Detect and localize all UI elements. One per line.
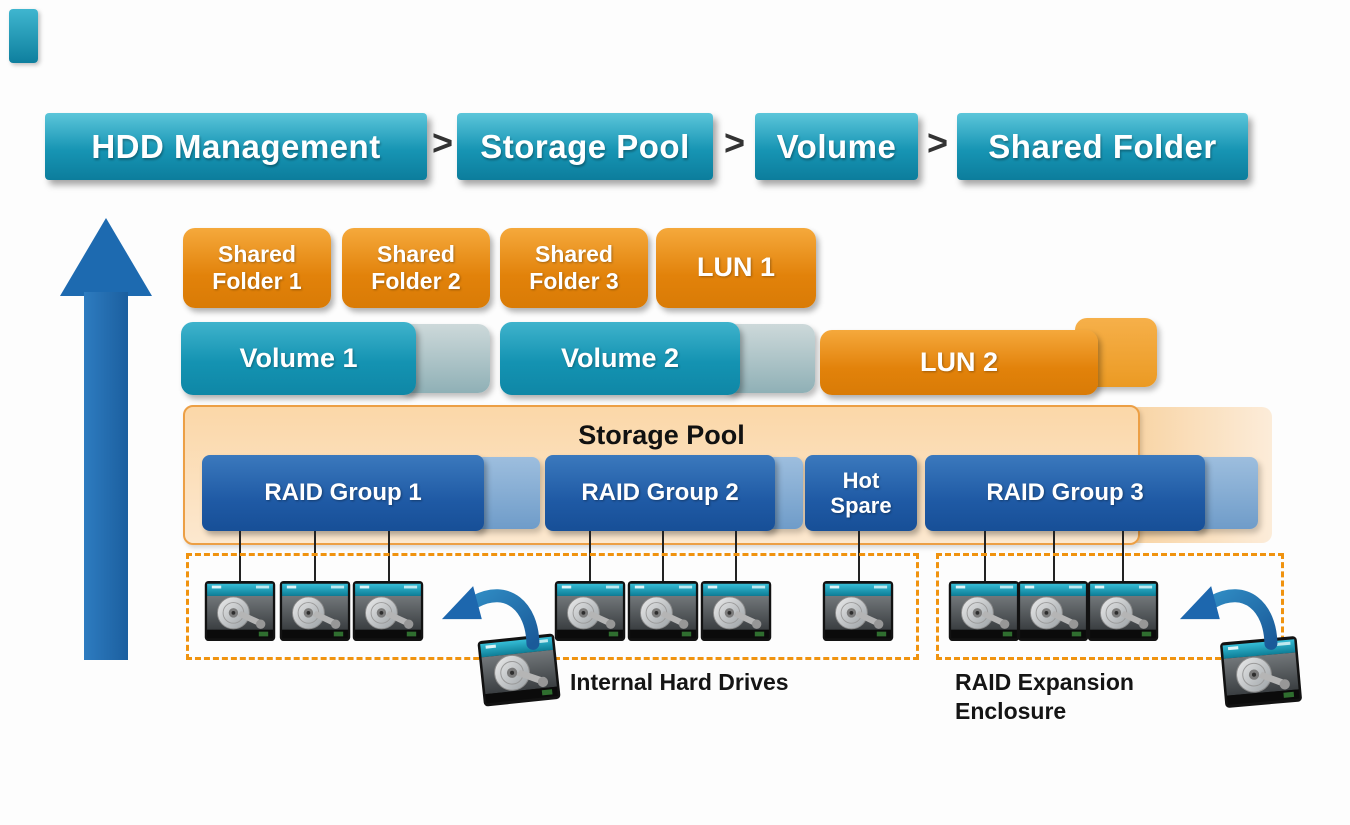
hierarchy-up-arrow-shaft xyxy=(84,292,128,660)
box-label: RAID Group 3 xyxy=(986,479,1144,507)
box-label: Volume 2 xyxy=(560,343,680,373)
drive-connector xyxy=(589,531,591,581)
flow-step-hdd-management: HDD Management xyxy=(45,113,427,180)
drive-connector xyxy=(239,531,241,581)
expansion-enclosure-caption: RAID Expansion Enclosure xyxy=(955,669,1134,724)
hdd-icon xyxy=(1087,580,1159,642)
drive-connector xyxy=(984,531,986,581)
flow-separator: > xyxy=(724,122,746,163)
box-label: Shared Folder 1 xyxy=(212,240,302,294)
raid-group-1-box: RAID Group 1 xyxy=(202,455,484,531)
box-label: RAID Group 1 xyxy=(264,479,422,507)
hdd-icon xyxy=(948,580,1020,642)
shared-folder-3-box: Shared Folder 3 xyxy=(500,228,648,308)
hot-spare-box: Hot Spare xyxy=(805,455,917,531)
flow-step-label: Storage Pool xyxy=(480,127,690,165)
lun-1-box: LUN 1 xyxy=(656,228,816,308)
flow-separator: > xyxy=(927,122,949,163)
volume-2-box: Volume 2 xyxy=(500,322,740,395)
box-label: Hot Spare xyxy=(830,467,892,518)
hdd-icon xyxy=(352,580,424,642)
storage-pool-title: Storage Pool xyxy=(578,420,745,450)
hdd-icon xyxy=(279,580,351,642)
box-label: Shared Folder 2 xyxy=(371,240,461,294)
drive-connector xyxy=(735,531,737,581)
raid-group-2-box: RAID Group 2 xyxy=(545,455,775,531)
flow-step-shared-folder: Shared Folder xyxy=(957,113,1248,180)
flow-separator: > xyxy=(432,122,454,163)
expansion-enclosure xyxy=(936,553,1284,660)
hdd-icon xyxy=(554,580,626,642)
expansion-arrow-icon xyxy=(428,574,546,652)
volume-1-box: Volume 1 xyxy=(181,322,416,395)
box-label: LUN 1 xyxy=(696,252,775,283)
box-label: RAID Group 2 xyxy=(581,479,739,507)
drive-connector xyxy=(388,531,390,581)
hdd-icon xyxy=(204,580,276,642)
hdd-icon xyxy=(627,580,699,642)
box-label: Shared Folder 3 xyxy=(529,240,619,294)
lun-2-box: LUN 2 xyxy=(820,330,1098,395)
corner-accent-mark xyxy=(9,9,38,63)
drive-connector xyxy=(662,531,664,581)
hdd-icon xyxy=(1017,580,1089,642)
flow-step-label: HDD Management xyxy=(91,127,381,165)
drive-connector xyxy=(1122,531,1124,581)
raid-group-3-box: RAID Group 3 xyxy=(925,455,1205,531)
flow-step-label: Volume xyxy=(776,127,897,165)
flow-step-volume: Volume xyxy=(755,113,918,180)
flow-step-storage-pool: Storage Pool xyxy=(457,113,713,180)
hdd-icon xyxy=(700,580,772,642)
shared-folder-2-box: Shared Folder 2 xyxy=(342,228,490,308)
box-label: Volume 1 xyxy=(239,343,358,373)
drive-connector xyxy=(858,531,860,581)
shared-folder-1-box: Shared Folder 1 xyxy=(183,228,331,308)
flow-step-label: Shared Folder xyxy=(988,127,1217,165)
expansion-arrow-icon xyxy=(1166,574,1284,652)
drive-connector xyxy=(314,531,316,581)
hierarchy-up-arrow-icon xyxy=(60,218,152,296)
internal-drives-caption: Internal Hard Drives xyxy=(570,669,789,695)
drive-connector xyxy=(1053,531,1055,581)
box-label: LUN 2 xyxy=(919,347,998,377)
hdd-icon xyxy=(822,580,894,642)
